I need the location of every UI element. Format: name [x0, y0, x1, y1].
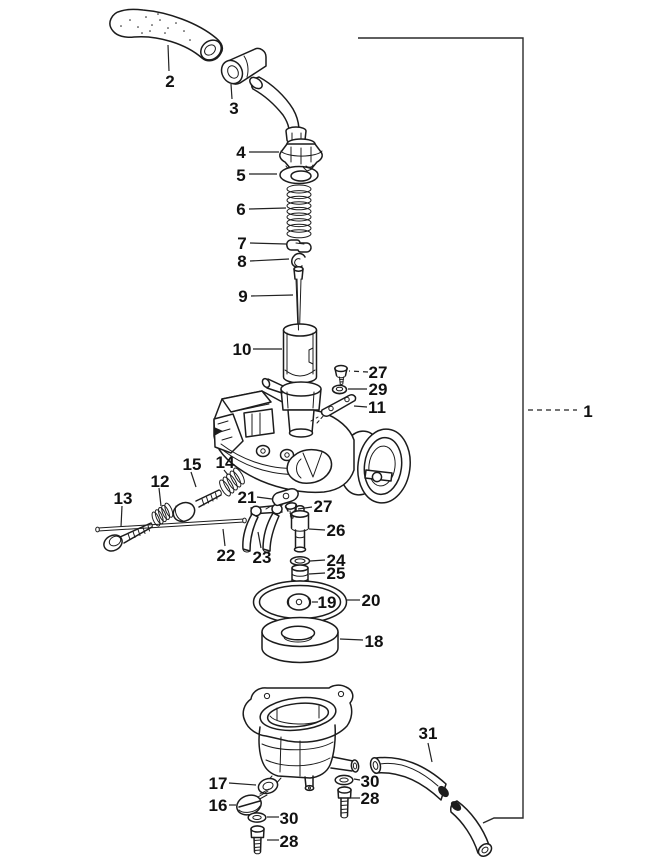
part-label-30-right: 30: [361, 772, 380, 791]
leader-14: [223, 469, 229, 476]
part-label-27-top: 27: [369, 363, 388, 382]
part-label-25: 25: [327, 564, 346, 583]
leader-13: [120, 505, 123, 528]
float: [261, 616, 339, 664]
part-label-5: 5: [236, 166, 245, 185]
part-label-24: 24: [327, 551, 346, 570]
leader-25: [308, 572, 326, 575]
part-label-11: 11: [368, 398, 386, 417]
leader-15: [190, 471, 197, 488]
part-label-19: 19: [318, 593, 337, 612]
part-label-18: 18: [365, 632, 384, 651]
part-label-8: 8: [237, 252, 246, 271]
tongue-plate: [265, 488, 299, 510]
part-label-14: 14: [216, 453, 235, 472]
leader-26: [308, 528, 326, 531]
part-label-29: 29: [369, 380, 388, 399]
part-label-13: 13: [114, 489, 133, 508]
part-label-28-left: 28: [280, 832, 299, 851]
stop-screw-spring: [219, 467, 245, 497]
part-label-26: 26: [327, 521, 346, 540]
bowl-bolt-right: [337, 786, 352, 819]
part-label-12: 12: [151, 472, 170, 491]
float-arm: [242, 503, 283, 553]
overflow-pipe: [304, 775, 315, 792]
part-label-17: 17: [209, 774, 228, 793]
pan-head-screw-top: [334, 364, 348, 385]
sealing-washer-left: [247, 812, 267, 823]
throttle-return-spring: [286, 184, 312, 239]
carburetor-body: [213, 377, 411, 504]
part-label-31: 31: [419, 724, 438, 743]
fuel-tube-segment-1: [369, 756, 449, 801]
part-label-28-right: 28: [361, 789, 380, 808]
fuel-inlet-spigot: [330, 756, 360, 773]
assembly-bracket: [358, 37, 524, 824]
washer-29: [331, 384, 348, 395]
leader-6: [248, 207, 287, 210]
leader-18: [339, 638, 364, 641]
drain-screw: [236, 788, 270, 816]
throttle-stop-screw: [172, 489, 222, 523]
pan-head-screw-lower: [284, 502, 298, 519]
leader-27-top: [348, 370, 369, 373]
part-label-9: 9: [238, 287, 247, 306]
leader-17: [228, 782, 257, 786]
float-arm-pin: [95, 517, 247, 533]
leader-3: [230, 83, 233, 100]
part-label-27-lower: 27: [314, 497, 333, 516]
bowl-bolt-left: [250, 825, 265, 855]
spring-seat-ring: [279, 165, 319, 185]
part-labels: 1 2 3 4 5 6 7 8 9 10 27 29 11 13 12 15 1…: [114, 72, 593, 851]
part-label-4: 4: [236, 143, 246, 162]
part-label-7: 7: [237, 234, 246, 253]
leader-9: [250, 294, 294, 297]
pilot-screw: [103, 522, 153, 552]
leader-lines: [120, 44, 577, 841]
boot-texture: [120, 13, 191, 41]
part-label-20: 20: [362, 591, 381, 610]
sealing-washer-right: [334, 774, 354, 786]
cable-adjuster-barrel: [220, 47, 267, 85]
leader-11: [353, 405, 368, 408]
fuel-tube-segment-2: [450, 800, 493, 857]
part-label-21: 21: [238, 488, 257, 507]
leader-23: [257, 531, 262, 549]
leader-31: [427, 742, 433, 763]
leader-2: [167, 44, 170, 72]
leader-22: [222, 528, 226, 547]
pilot-screw-spring: [151, 502, 174, 527]
leader-27-lower: [297, 506, 313, 510]
part-label-16: 16: [209, 796, 228, 815]
part-label-10: 10: [233, 340, 252, 359]
leader-30-right: [353, 778, 361, 781]
leader-24: [309, 559, 326, 562]
washer-24: [289, 556, 311, 566]
needle-e-clip: [291, 252, 306, 269]
cable-elbow: [249, 76, 307, 145]
part-label-3: 3: [229, 99, 238, 118]
part-label-1: 1: [583, 402, 592, 421]
cable-adjuster-cap: [279, 138, 323, 171]
baffle-plate: [286, 593, 312, 611]
leader-12: [158, 487, 162, 507]
needle-jet-holder: [290, 505, 310, 553]
float-bowl: [242, 684, 360, 792]
jet-needle: [293, 266, 304, 332]
part-label-2: 2: [165, 72, 174, 91]
part-label-15: 15: [183, 455, 202, 474]
needle-retainer-clip: [286, 239, 312, 253]
cable-bracket-plate: [310, 394, 357, 422]
leader-7: [249, 242, 287, 245]
drain-o-ring: [257, 777, 279, 795]
part-label-22: 22: [217, 546, 236, 565]
part-label-30-left: 30: [280, 809, 299, 828]
part-label-23: 23: [253, 548, 272, 567]
cable-boot: [109, 8, 224, 62]
leader-8: [249, 258, 290, 262]
leader-21: [256, 496, 273, 500]
part-label-6: 6: [236, 200, 245, 219]
